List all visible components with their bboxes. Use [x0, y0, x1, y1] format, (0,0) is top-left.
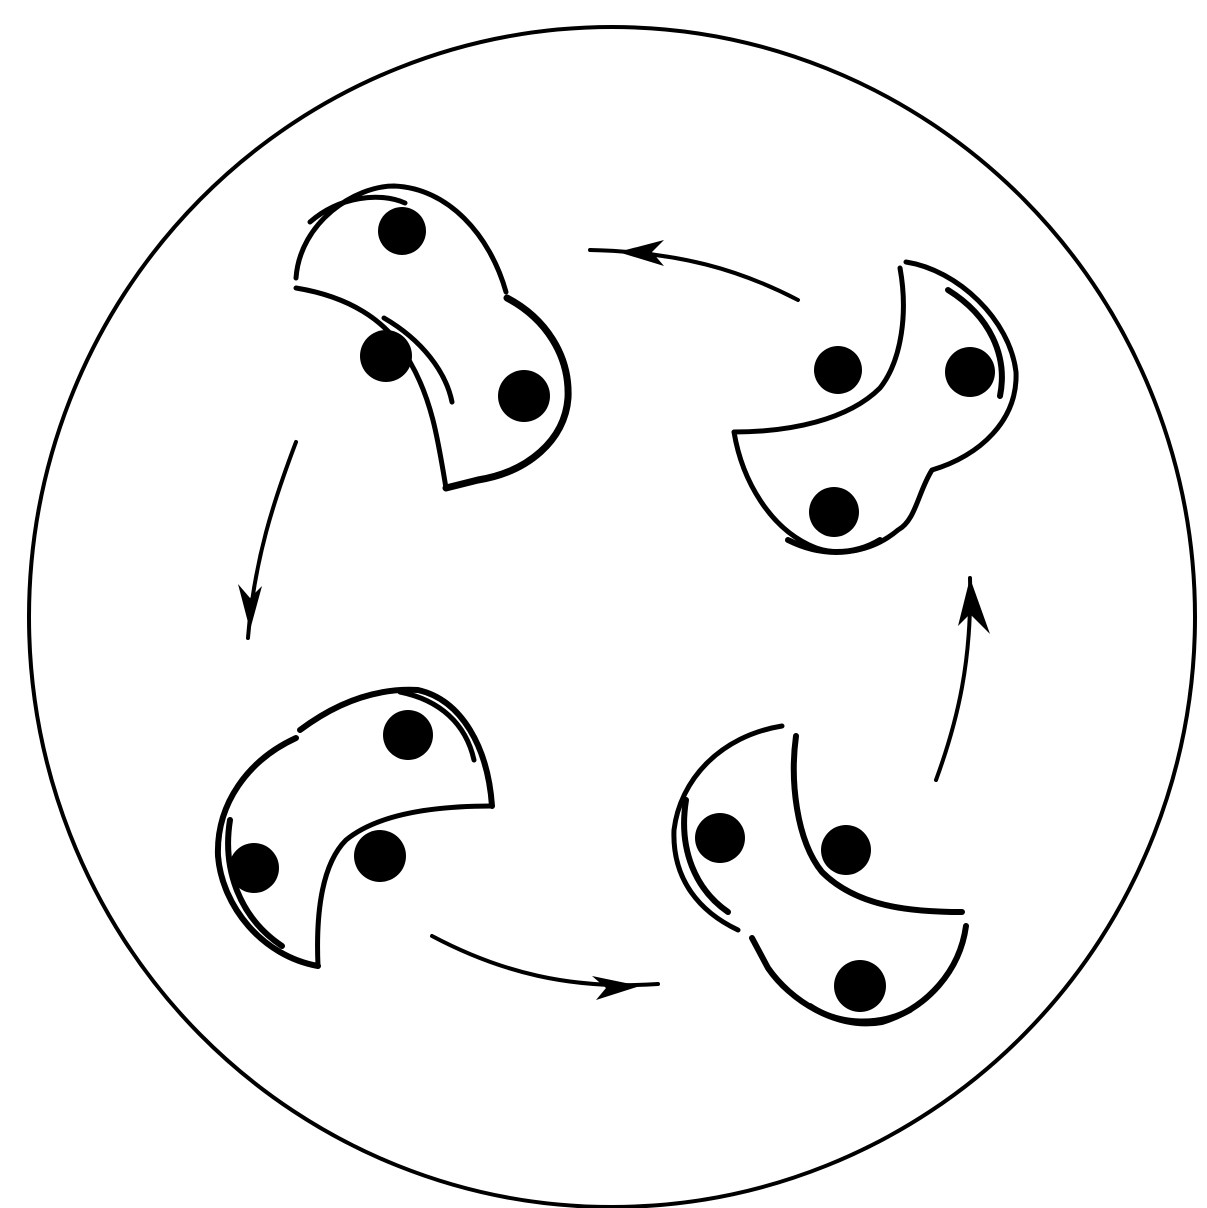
- dot: [821, 825, 871, 875]
- dot: [945, 347, 995, 397]
- arrow-shaft: [590, 250, 798, 300]
- arrow-head: [618, 240, 664, 266]
- dot: [814, 346, 862, 394]
- crescent-shape-top-left: [296, 186, 568, 488]
- dot: [360, 330, 412, 382]
- arrow-top: [590, 240, 798, 300]
- crescent-shape-bottom-left: [218, 690, 492, 966]
- arrow-shaft: [432, 936, 658, 985]
- crescent-shape-bottom-right: [674, 726, 966, 1023]
- outer-circle: [29, 27, 1195, 1207]
- crescent-shape-top-right: [734, 262, 1016, 552]
- dot: [498, 370, 550, 422]
- dot: [695, 813, 745, 863]
- arrow-head: [238, 584, 262, 630]
- dot: [383, 710, 433, 760]
- arrow-right: [936, 578, 990, 780]
- crescent-outline: [318, 806, 492, 966]
- arrow-head: [592, 976, 640, 1000]
- arrow-left: [238, 442, 296, 638]
- arrow-head: [958, 578, 990, 634]
- dot: [834, 960, 886, 1012]
- dot: [354, 830, 406, 882]
- crescent-outline: [794, 736, 962, 912]
- dot: [378, 207, 426, 255]
- arrow-bottom: [432, 936, 658, 1000]
- crescent-outline: [296, 288, 446, 488]
- dot: [229, 843, 279, 893]
- dot: [809, 487, 859, 537]
